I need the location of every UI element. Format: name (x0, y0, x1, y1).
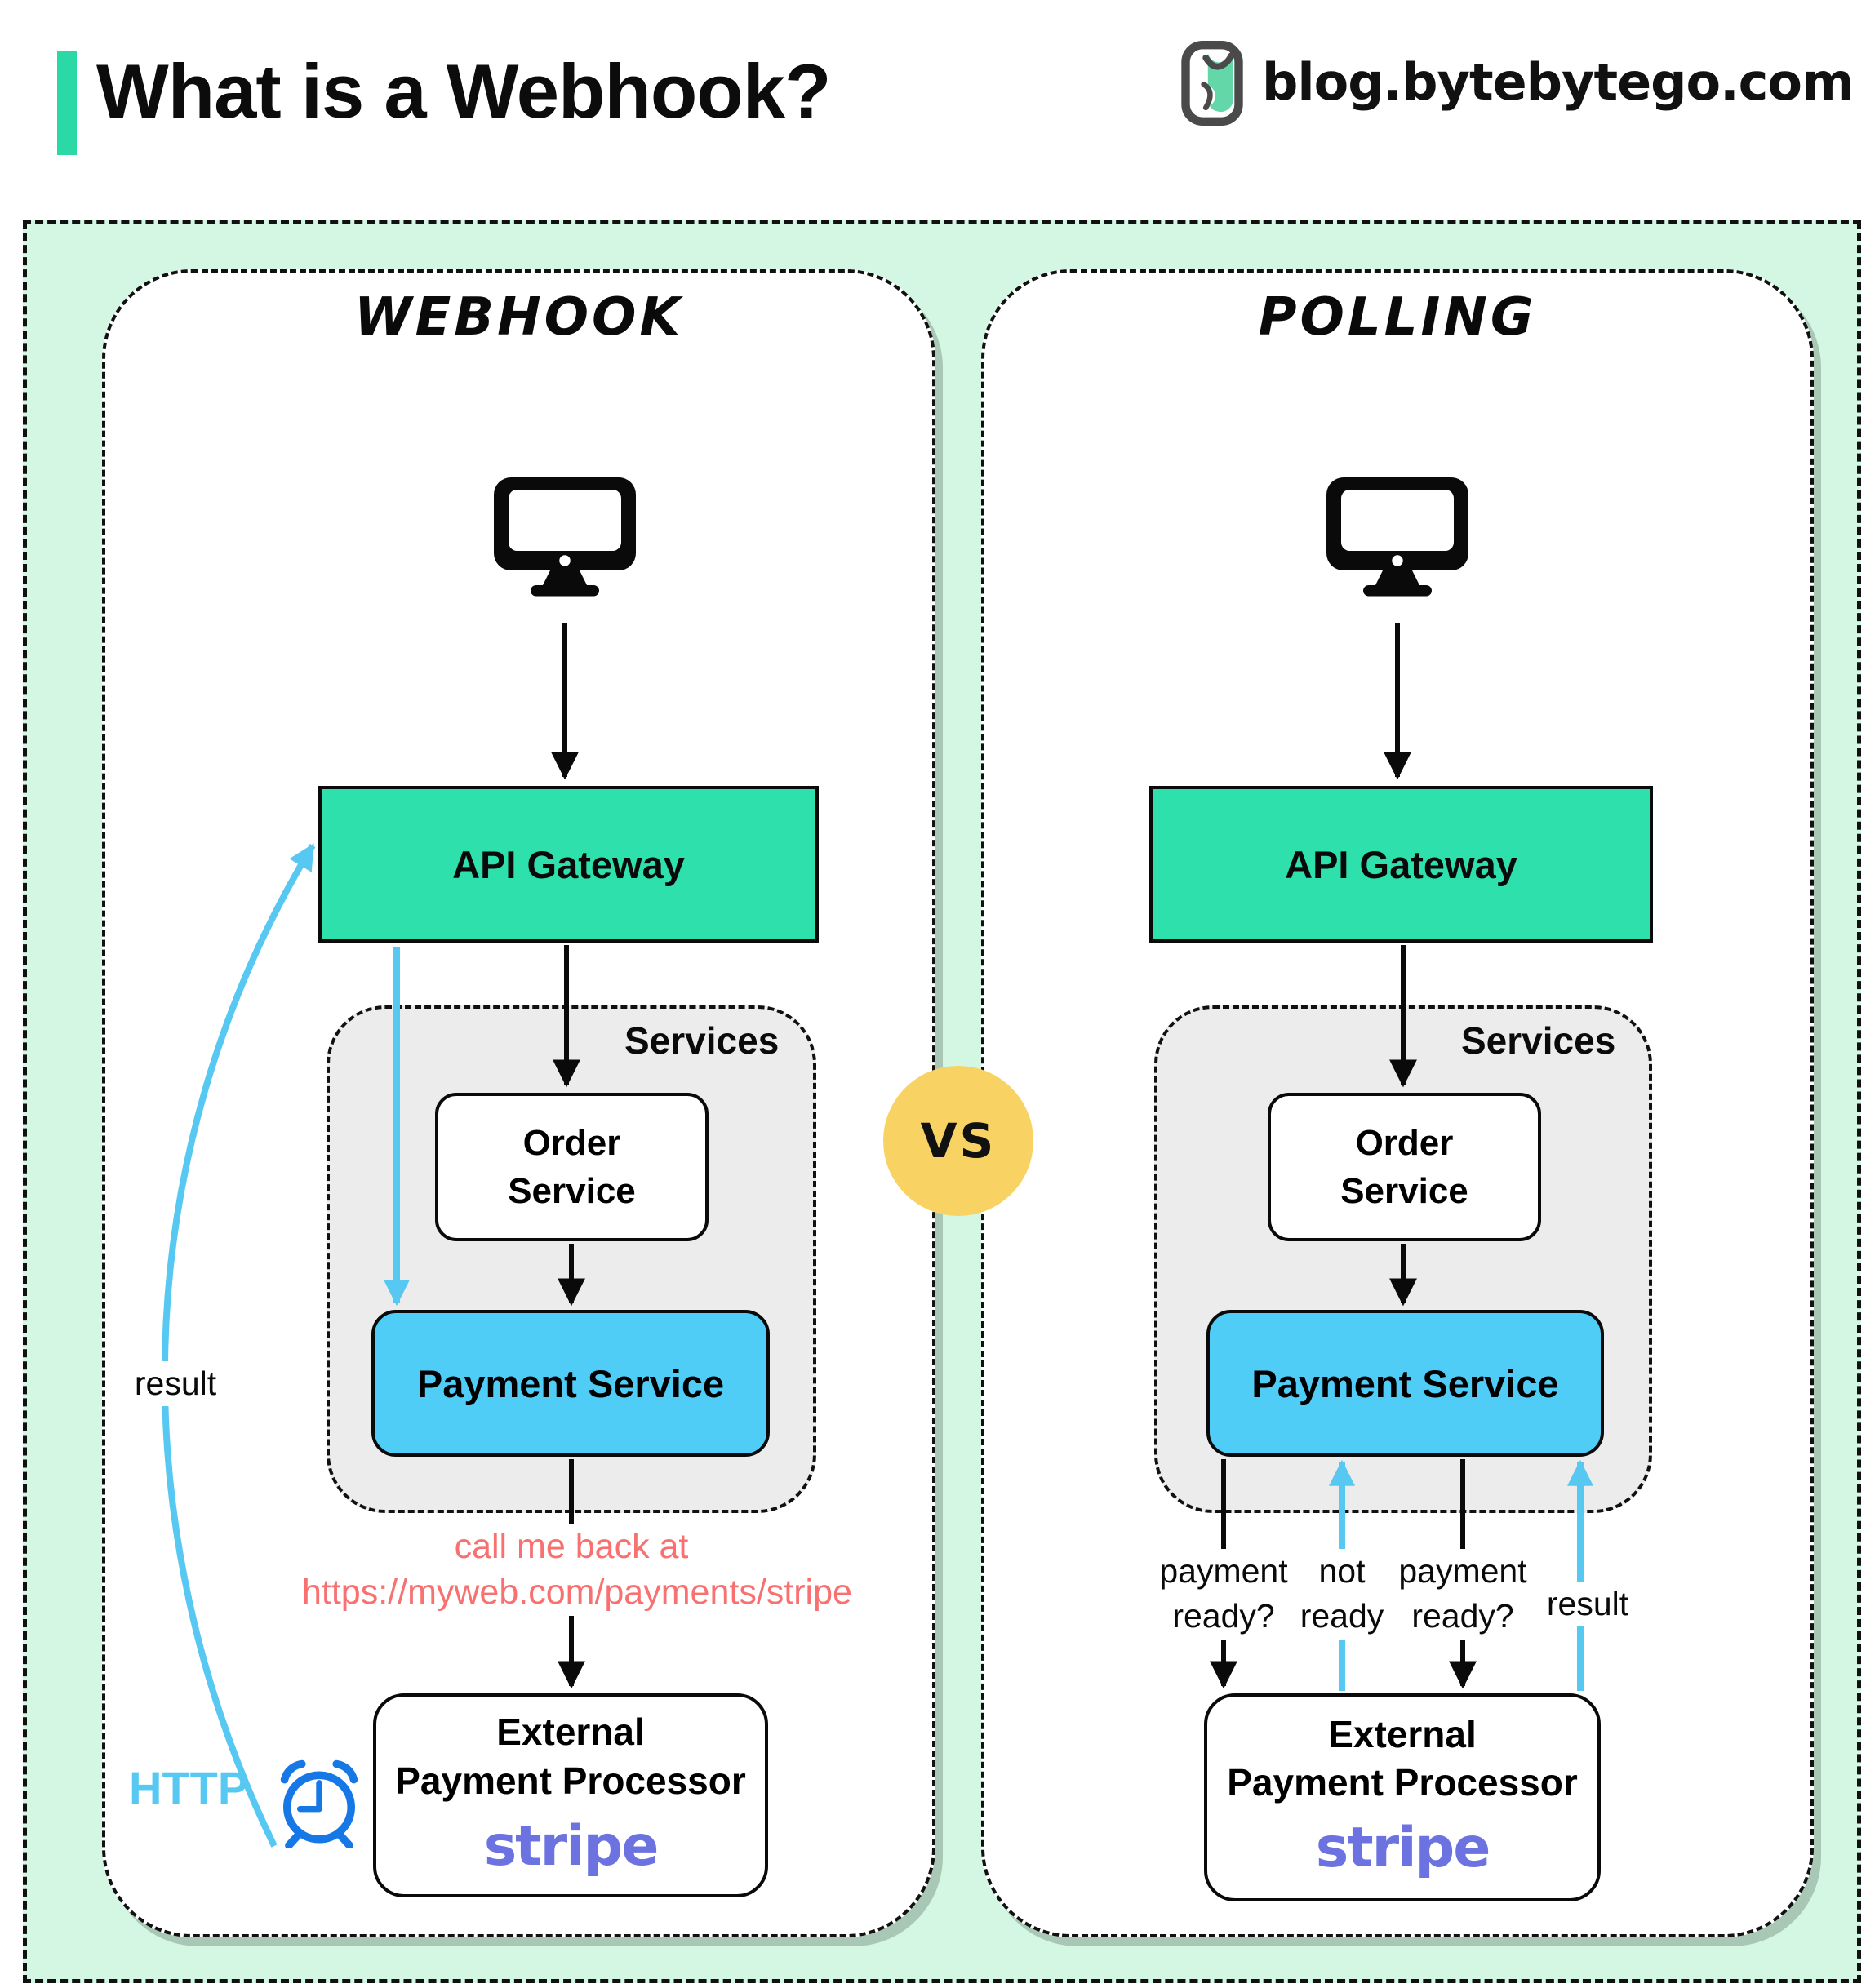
external-processor-box-webhook: External Payment Processor stripe (373, 1693, 768, 1897)
external-line1: External (496, 1711, 645, 1753)
api-gateway-box-polling: API Gateway (1149, 786, 1653, 943)
alarm-clock-icon (280, 1759, 358, 1848)
polling-label-result: result (1535, 1582, 1641, 1627)
polling-panel-title: Polling (1258, 287, 1537, 348)
site-label: blog.bytebytego.com (1262, 52, 1855, 112)
payment-service-box-polling: Payment Service (1206, 1310, 1604, 1457)
http-label: HTTP (129, 1762, 249, 1813)
external-line2: Payment Processor (1227, 1761, 1578, 1804)
client-monitor-icon (494, 477, 636, 597)
callback-line2: https://myweb.com/payments/stripe (302, 1572, 852, 1612)
external-line1: External (1328, 1712, 1477, 1755)
stripe-logo: stripe (483, 1813, 660, 1879)
polling-label-not-ready: not ready (1300, 1549, 1384, 1640)
client-monitor-icon (1326, 477, 1468, 597)
order-service-line2: Service (1340, 1171, 1468, 1211)
order-service-box-polling: Order Service (1268, 1093, 1541, 1241)
page-title: What is a Webhook? (96, 48, 831, 134)
payment-service-box-webhook: Payment Service (371, 1310, 770, 1457)
order-service-line1: Order (522, 1122, 621, 1163)
title-accent-bar (57, 51, 77, 155)
polling-label-payment-ready-1: payment ready? (1153, 1549, 1294, 1640)
stripe-logo: stripe (1315, 1816, 1491, 1881)
api-gateway-box-webhook: API Gateway (318, 786, 819, 943)
vs-badge: VS (883, 1066, 1033, 1216)
callback-line1: call me back at (454, 1527, 689, 1566)
callback-note: call me back at https://myweb.com/paymen… (302, 1524, 852, 1616)
result-label-webhook: result (110, 1361, 241, 1407)
order-service-box-webhook: Order Service (435, 1093, 709, 1241)
order-service-line2: Service (508, 1171, 636, 1211)
services-group-label-webhook: Services (624, 1019, 780, 1062)
webhook-panel-title: Webhook (353, 287, 684, 348)
external-processor-box-polling: External Payment Processor stripe (1204, 1693, 1601, 1901)
order-service-line1: Order (1355, 1122, 1454, 1163)
services-group-label-polling: Services (1461, 1019, 1616, 1062)
external-line2: Payment Processor (395, 1759, 746, 1802)
polling-label-payment-ready-2: payment ready? (1393, 1549, 1533, 1640)
bytebytego-logo-icon (1181, 41, 1243, 126)
